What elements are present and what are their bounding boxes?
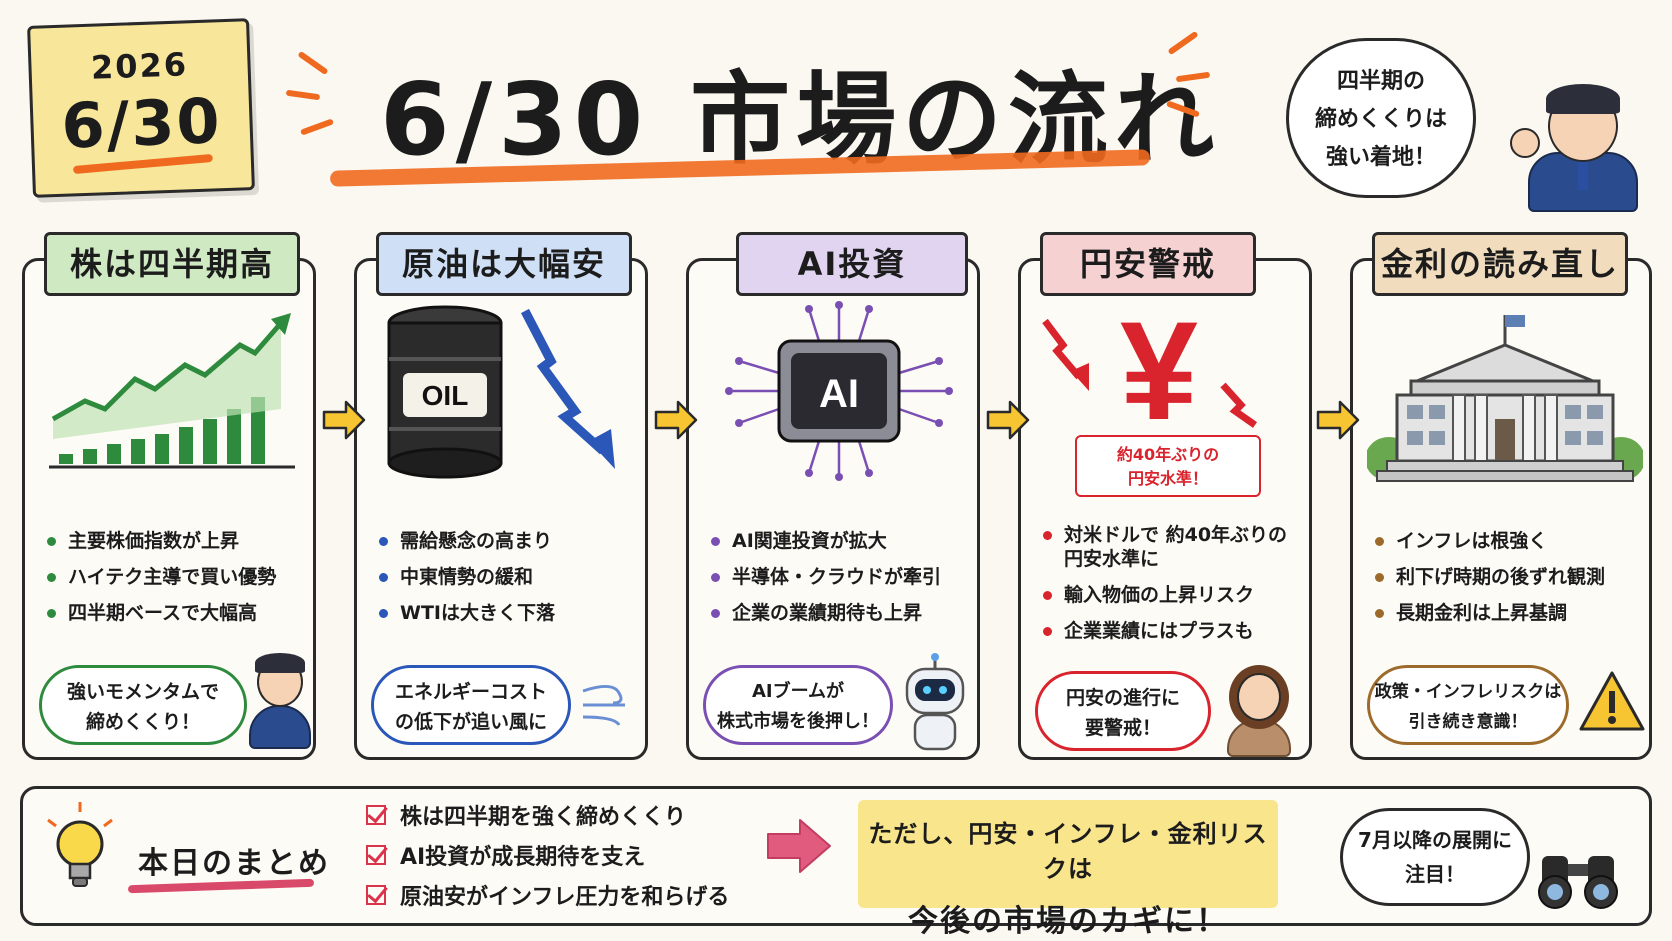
rising-chart-icon	[49, 313, 295, 469]
speech-bubble-top: 四半期の 締めくくりは 強い着地！	[1286, 38, 1476, 198]
title-burst-line	[299, 118, 335, 136]
date-day: 6/30	[60, 84, 223, 163]
bullet-item: 半導体・クラウドが牽引	[711, 565, 971, 589]
panel-heading: 金利の読み直し	[1372, 232, 1628, 296]
bullet-item: ハイテク主導で買い優勢	[47, 565, 307, 589]
businessman-illustration	[243, 649, 313, 749]
summary-arrow-icon	[767, 819, 831, 873]
panel-note: 強いモメンタムで 締めくくり！	[39, 665, 247, 745]
central-bank-icon	[1367, 315, 1643, 482]
bullet-item: 企業の業績期待も上昇	[711, 601, 971, 625]
date-year: 2026	[90, 45, 189, 87]
flow-arrow-icon	[986, 400, 1030, 440]
panel-note: AIブームが 株式市場を後押し！	[703, 665, 893, 745]
ai-chip-icon: AI	[725, 301, 953, 481]
bullet-item: AI関連投資が拡大	[711, 529, 971, 553]
panel-ai: AI AI関連投資が拡大 半導体・クラウドが牽引 企業の業績期待も上昇 AIブー…	[686, 258, 980, 760]
bullet-item: 四半期ベースで大幅高	[47, 601, 307, 625]
bullet-item: 需給懸念の高まり	[379, 529, 639, 553]
checkbox-icon	[366, 845, 386, 865]
check-item: 株は四半期を強く締めくくり	[366, 800, 729, 830]
panel-note: 政策・インフレリスクは 引き続き意識！	[1367, 665, 1569, 745]
worried-woman-illustration	[1219, 659, 1299, 757]
panel-note: 円安の進行に 要警戒！	[1035, 671, 1211, 751]
oil-barrel-icon: OIL	[387, 305, 615, 479]
panel-oil: OIL 需給懸念の高まり 中東情勢の緩和 WTIは大きく下落 エネルギーコスト …	[354, 258, 648, 760]
panel-stocks: 主要株価指数が上昇 ハイテク主導で買い優勢 四半期ベースで大幅高 強いモメンタム…	[22, 258, 316, 760]
flow-arrow-icon	[1316, 400, 1360, 440]
panel-heading: AI投資	[736, 232, 968, 296]
checkbox-icon	[366, 805, 386, 825]
bullet-item: 利下げ時期の後ずれ観測	[1375, 565, 1635, 589]
bullet-item: インフレは根強く	[1375, 529, 1635, 553]
bullet-item: 中東情勢の緩和	[379, 565, 639, 589]
check-item: 原油安がインフレ圧力を和らげる	[366, 880, 729, 910]
summary-title: 本日のまとめ	[138, 846, 330, 881]
panel-heading: 円安警戒	[1040, 232, 1256, 296]
title-burst-line	[297, 50, 329, 76]
summary-checklist: 株は四半期を強く締めくくり AI投資が成長期待を支え 原油安がインフレ圧力を和ら…	[366, 800, 729, 920]
flow-arrow-icon	[322, 400, 366, 440]
check-item: AI投資が成長期待を支え	[366, 840, 729, 870]
outlook-bubble: 7月以降の展開に 注目！	[1340, 808, 1530, 906]
title-burst-line	[285, 89, 321, 101]
bullet-item: 企業業績にはプラスも	[1043, 619, 1303, 643]
summary-highlight: ただし、円安・インフレ・金利リスクは 今後の市場のカギに！	[858, 800, 1278, 939]
panel-note: エネルギーコスト の低下が追い風に	[371, 665, 571, 745]
warning-icon	[1579, 671, 1645, 731]
bullet-item: 対米ドルで 約40年ぶりの 円安水準に	[1043, 523, 1303, 571]
binoculars-icon	[1538, 856, 1618, 909]
bubble-line: 四半期の	[1336, 69, 1425, 94]
robot-icon	[905, 653, 965, 751]
panel-yen: ¥ 約40年ぶりの 円安水準！ 対米ドルで 約40年ぶりの 円安水準に 輸入物価…	[1018, 258, 1312, 760]
bullet-item: 主要株価指数が上昇	[47, 529, 307, 553]
bullet-item: 輸入物価の上昇リスク	[1043, 583, 1303, 607]
yen-falling-icon: ¥	[1042, 301, 1258, 431]
bullet-item: 長期金利は上昇基調	[1375, 601, 1635, 625]
wind-icon	[582, 685, 625, 726]
bubble-line: 締めくくりは	[1314, 107, 1447, 132]
panel-heading: 原油は大幅安	[376, 232, 632, 296]
date-note: 2026 6/30	[27, 18, 255, 198]
svg-text:¥: ¥	[1120, 301, 1198, 431]
bullet-item: WTIは大きく下落	[379, 601, 639, 625]
lightbulb-icon	[47, 802, 113, 887]
flow-arrow-icon	[654, 400, 698, 440]
svg-text:AI: AI	[819, 372, 859, 416]
bubble-line: 強い着地！	[1325, 145, 1436, 170]
svg-text:OIL: OIL	[422, 380, 469, 411]
yen-callout: 約40年ぶりの 円安水準！	[1075, 435, 1261, 497]
businessman-illustration	[1500, 80, 1650, 212]
panel-heading: 株は四半期高	[44, 232, 300, 296]
panel-rates: インフレは根強く 利下げ時期の後ずれ観測 長期金利は上昇基調 政策・インフレリス…	[1350, 258, 1652, 760]
checkbox-icon	[366, 885, 386, 905]
